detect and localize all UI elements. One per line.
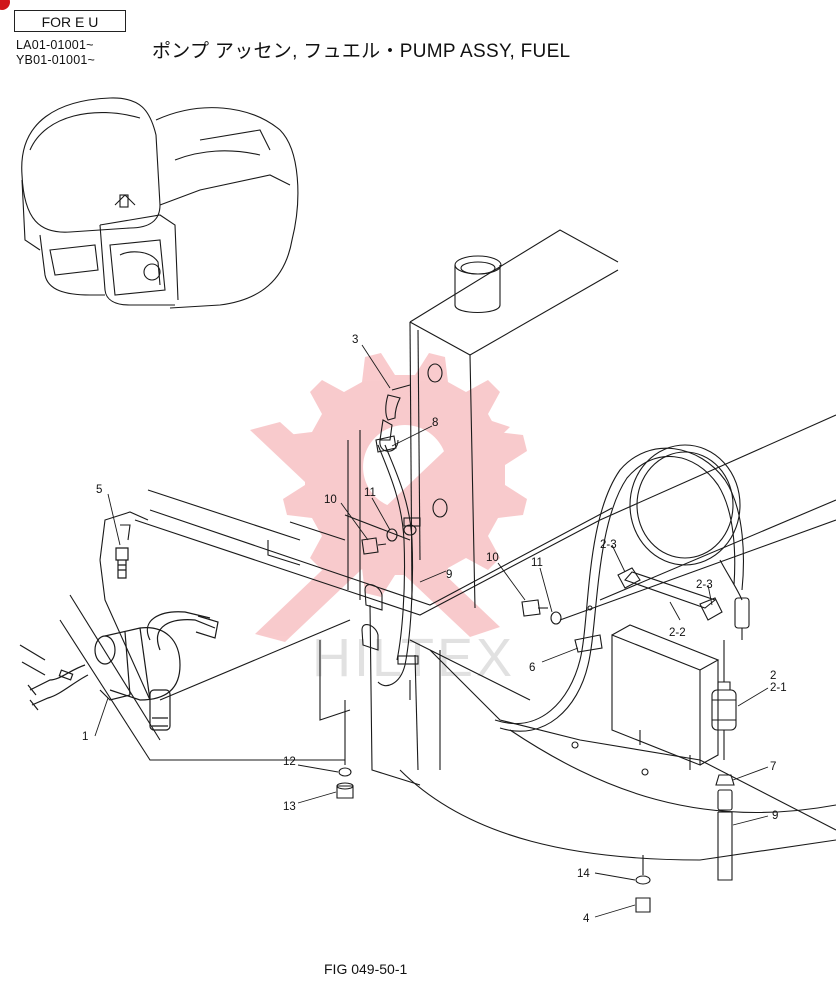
callout-label: 7: [770, 761, 776, 773]
figure-id: FIG 049-50-1: [324, 961, 408, 977]
callout-label: 4: [583, 913, 590, 925]
callout-label: 3: [352, 334, 358, 346]
callout-label: 11: [364, 487, 376, 499]
corner-mark: [0, 0, 10, 10]
frame-structure: [59, 229, 836, 861]
callout-label: 14: [577, 868, 590, 880]
callout-label: 2-2: [669, 627, 686, 639]
leader-lines: [94, 344, 769, 918]
callout-label: 10: [324, 494, 337, 506]
callout-label: 2-3: [696, 579, 713, 591]
callout-label: 12: [283, 756, 296, 768]
callout-label: 13: [283, 801, 296, 813]
part-callouts: 1 2 2-1 2-2 2-3 2-3 3 4 5 6 7 8 9 9 10 1…: [82, 334, 787, 925]
callout-label: 5: [96, 484, 102, 496]
watermark-text: HILTEX: [312, 628, 515, 688]
callout-label: 2-3: [600, 539, 617, 551]
serial-range-yb: YB01-01001~: [16, 53, 96, 67]
serial-range-la: LA01-01001~: [16, 38, 94, 52]
callout-label: 2: [770, 670, 776, 682]
callout-label: 6: [529, 662, 535, 674]
page-title: ポンプ アッセン, フュエル・PUMP ASSY, FUEL: [152, 41, 571, 62]
callout-label: 11: [531, 557, 543, 569]
callout-label: 2-1: [770, 682, 787, 694]
filter-bracket: [336, 363, 723, 913]
callout-label: 1: [82, 731, 88, 743]
callout-label: 9: [772, 810, 778, 822]
fuel-pump: [19, 547, 219, 731]
fuel-hoses: [377, 384, 750, 881]
variant-box: FOR E U: [14, 10, 126, 32]
callout-label: 9: [446, 569, 452, 581]
callout-label: 8: [432, 417, 438, 429]
watermark-logo: [250, 353, 527, 642]
callout-label: 10: [486, 552, 499, 564]
machine-overview: [21, 97, 299, 309]
